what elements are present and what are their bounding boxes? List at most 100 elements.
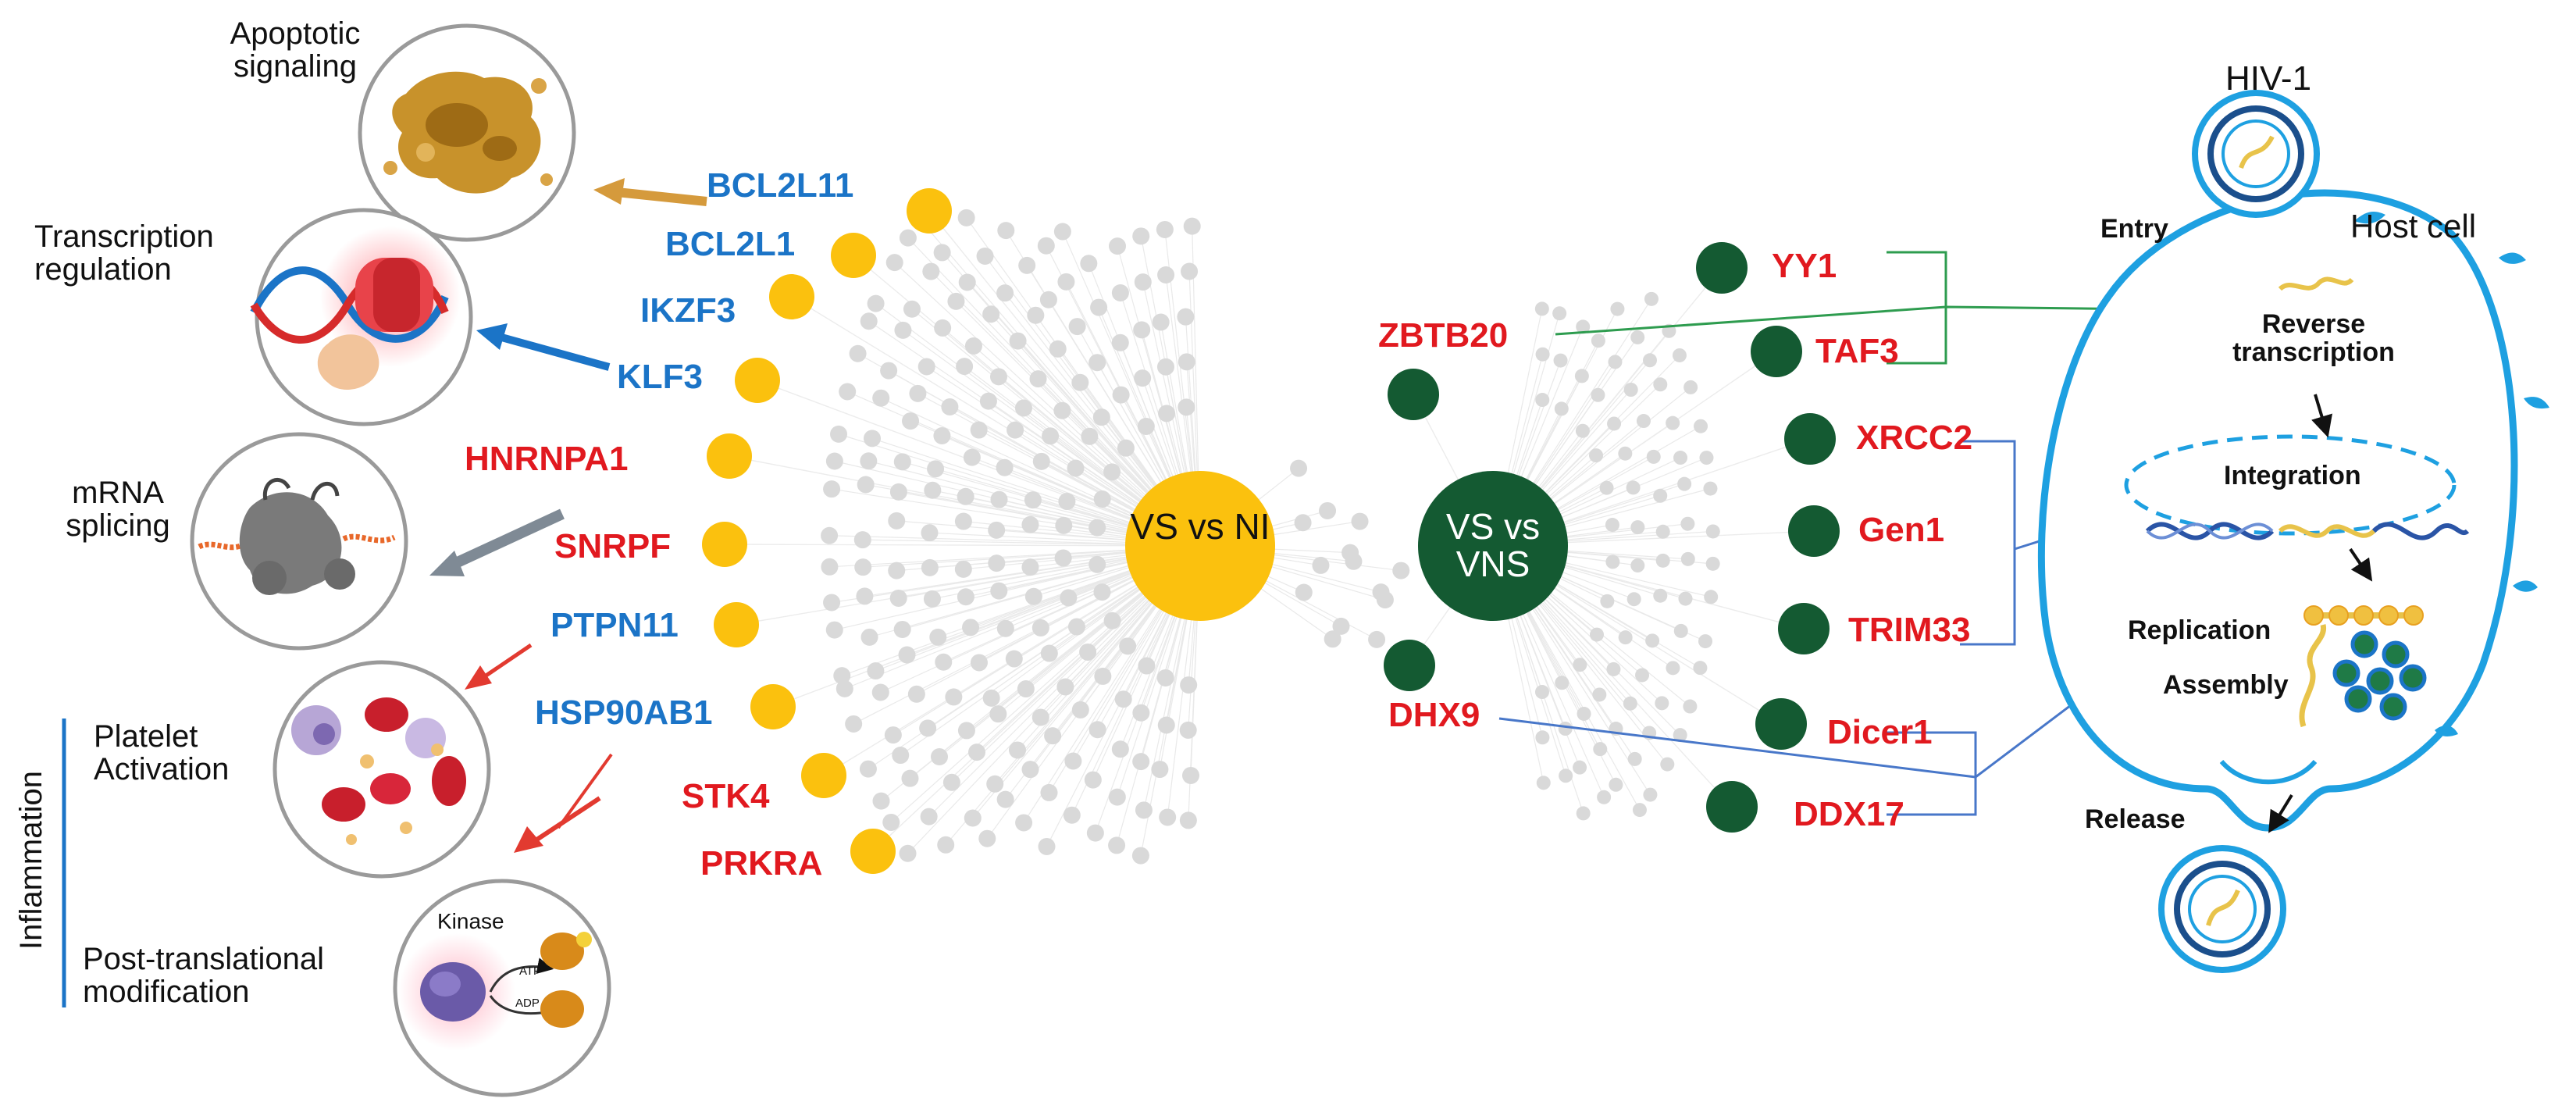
network-node: [902, 412, 920, 430]
network-node: [1071, 701, 1089, 719]
network-node: [860, 312, 878, 330]
viral-particle: [2350, 630, 2378, 658]
network-node: [872, 792, 890, 810]
gene-node-ddx17: [1706, 781, 1758, 833]
network-node: [922, 262, 940, 280]
network-node: [1015, 814, 1033, 832]
gene-label-yy1: YY1: [1772, 247, 1837, 285]
network-node: [929, 628, 947, 646]
network-node: [1653, 588, 1668, 603]
network-node: [996, 284, 1014, 302]
network-node: [1151, 761, 1169, 779]
network-node: [1632, 803, 1647, 818]
network-node: [1040, 644, 1058, 662]
viral-particle: [2379, 693, 2407, 721]
network-node: [823, 594, 841, 612]
network-node: [1591, 333, 1605, 348]
network-node: [863, 430, 881, 448]
network-node: [1024, 587, 1042, 605]
inflammation-label: Inflammation: [14, 771, 48, 950]
network-node: [1032, 452, 1050, 470]
network-node: [1574, 369, 1589, 383]
network-node: [1626, 480, 1641, 495]
network-node: [1534, 301, 1549, 316]
network-node: [1294, 514, 1312, 532]
receptors: [2354, 212, 2549, 736]
gene-label-ddx17: DDX17: [1794, 795, 1904, 833]
network-node: [1086, 824, 1104, 842]
network-node: [839, 383, 857, 401]
network-node: [1159, 808, 1177, 826]
network-node: [1088, 519, 1106, 537]
left-arrows: [429, 178, 707, 853]
network-node: [1645, 633, 1660, 648]
network-node: [1673, 451, 1688, 465]
network-node: [927, 460, 945, 478]
network-node: [996, 790, 1014, 808]
network-node: [1630, 520, 1645, 535]
network-node: [1618, 630, 1633, 645]
host-cell-label: Host cell: [2350, 208, 2477, 244]
viral-particle: [2399, 664, 2427, 692]
network-node: [1040, 783, 1058, 801]
network-node: [1593, 742, 1608, 757]
network-node: [1312, 556, 1330, 574]
network-node: [990, 490, 1008, 508]
network-node: [1698, 634, 1713, 649]
mrna-circle: [190, 432, 408, 651]
gene-label-bcl2l11: BCL2L11: [707, 166, 854, 205]
network-node: [924, 481, 942, 499]
right-hub-label: VS vs VNS: [1445, 506, 1541, 585]
network-node: [1112, 386, 1130, 404]
gene-node-stk4: [801, 753, 846, 798]
network-node: [1111, 740, 1129, 758]
network-node: [1055, 516, 1073, 534]
network-node: [899, 844, 917, 862]
assembly-label: Assembly: [2163, 670, 2289, 700]
network-node: [1618, 446, 1633, 461]
network-node: [821, 558, 839, 576]
gene-nodes: [702, 188, 1840, 874]
network-node: [830, 425, 848, 443]
network-node: [1332, 617, 1350, 635]
network-node: [988, 554, 1006, 572]
gene-node-xrcc2: [1784, 413, 1836, 465]
network-node: [1092, 408, 1110, 426]
network-node: [1031, 619, 1049, 637]
network-node: [825, 621, 843, 639]
network-node: [1610, 301, 1625, 316]
network-node: [1111, 284, 1129, 302]
network-node: [996, 458, 1014, 476]
network-node: [1627, 751, 1642, 766]
right-hub: [1418, 471, 1568, 621]
network-node: [1179, 721, 1197, 739]
gene-label-ptpn11: PTPN11: [550, 606, 679, 644]
network-node: [1575, 423, 1590, 438]
network-node: [1644, 291, 1659, 306]
network-node: [1646, 449, 1661, 464]
network-node: [967, 743, 985, 761]
network-node: [1079, 643, 1097, 661]
apoptotic-label: Apoptotic signaling: [230, 16, 361, 84]
gene-node-dhx9: [1384, 640, 1435, 691]
assembly-particles: [2303, 605, 2427, 721]
gene-label-klf3: KLF3: [617, 358, 703, 396]
gene-label-snrpf: SNRPF: [554, 527, 672, 565]
network-node: [1090, 298, 1108, 316]
network-node: [1573, 760, 1587, 775]
network-node: [1576, 806, 1591, 821]
network-node: [889, 483, 907, 501]
network-node: [1552, 306, 1567, 321]
network-node: [990, 582, 1008, 600]
network-node: [853, 531, 871, 549]
gene-node-hnrnpa1: [707, 433, 752, 479]
network-node: [937, 836, 955, 854]
network-node: [1119, 637, 1137, 655]
network-node: [921, 558, 939, 576]
release-label: Release: [2085, 804, 2186, 834]
network-node: [1591, 387, 1605, 402]
gene-node-dicer1: [1755, 698, 1807, 750]
network-node: [982, 305, 1000, 323]
network-node: [1044, 727, 1062, 745]
network-node: [1290, 459, 1308, 477]
